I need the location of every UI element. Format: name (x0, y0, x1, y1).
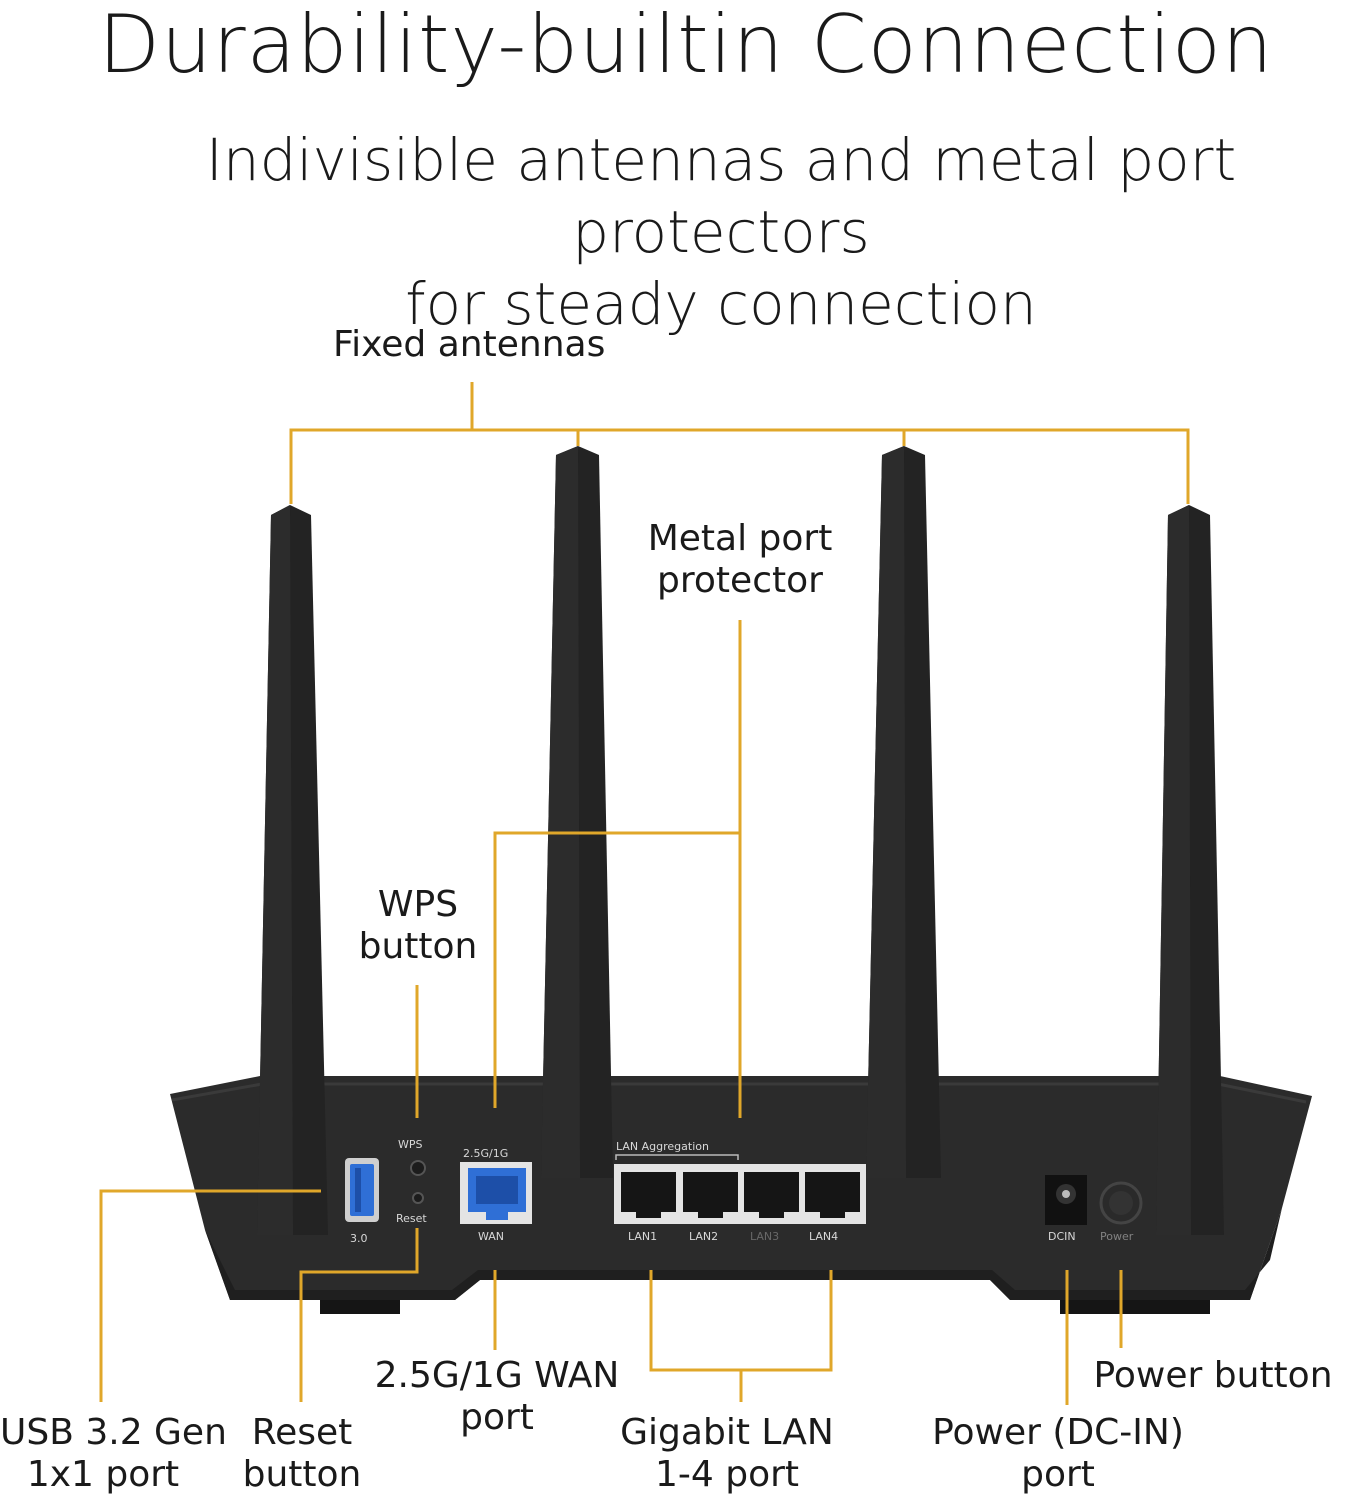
wps-panel-label: WPS (398, 1138, 423, 1151)
reset-panel-label: Reset (396, 1212, 427, 1225)
power-button-label: Power button (1093, 1355, 1333, 1396)
wan-speed-panel-label: 2.5G/1G (463, 1147, 508, 1160)
wps-label-line-2: button (358, 926, 478, 967)
lan-label-line-1: Gigabit LAN (620, 1412, 834, 1453)
reset-label-line-1: Reset (251, 1412, 353, 1453)
reset-button[interactable] (412, 1192, 424, 1204)
lan4-panel-label: LAN4 (809, 1230, 838, 1243)
dcin-panel-label: DCIN (1048, 1230, 1076, 1243)
power-button[interactable] (1099, 1181, 1143, 1225)
wan-port-label: 2.5G/1G WAN port (372, 1355, 622, 1439)
lan-aggregation-label: LAN Aggregation (616, 1140, 709, 1153)
usb-port[interactable] (345, 1158, 379, 1222)
metal-port-protector-line-2: protector (657, 560, 823, 601)
wan-label-line-2: port (460, 1397, 534, 1438)
wps-label-line-1: WPS (377, 884, 459, 925)
lan-port-2[interactable] (683, 1172, 738, 1218)
lan-port-label: Gigabit LAN 1-4 port (612, 1412, 842, 1496)
page-title: Durability-builtin Connection (98, 0, 1274, 91)
metal-port-protector-label: Metal port protector (640, 518, 840, 602)
lan-port-4[interactable] (805, 1172, 860, 1218)
wps-button-label: WPS button (348, 884, 488, 968)
usb-callout-line (99, 1189, 321, 1402)
usb-label-line-2: 1x1 port (26, 1454, 180, 1495)
power-panel-label: Power (1100, 1230, 1134, 1243)
wps-button[interactable] (410, 1160, 426, 1176)
wan-label-line-1: 2.5G/1G WAN (374, 1355, 620, 1396)
lan-callout-line (649, 1270, 833, 1372)
lan2-panel-label: LAN2 (689, 1230, 718, 1243)
wan-port[interactable] (460, 1162, 532, 1224)
wan-panel-label: WAN (478, 1230, 504, 1243)
reset-label-line-2: button (242, 1454, 362, 1495)
reset-callout-line (299, 1228, 419, 1402)
dcin-port-label: Power (DC-IN) port (922, 1412, 1194, 1496)
reset-button-label: Reset button (230, 1412, 374, 1496)
usb-label-line-1: USB 3.2 Gen (0, 1412, 227, 1453)
lan-label-line-2: 1-4 port (654, 1454, 800, 1495)
fixed-antennas-label: Fixed antennas (333, 324, 606, 365)
subtitle-line-2: for steady connection (405, 270, 1037, 338)
page-subtitle: Indivisible antennas and metal port prot… (70, 124, 1372, 340)
dcin-label-line-2: port (1021, 1454, 1095, 1495)
dcin-label-line-1: Power (DC-IN) (932, 1412, 1184, 1453)
usb-panel-label: 3.0 (350, 1232, 368, 1245)
lan1-panel-label: LAN1 (628, 1230, 657, 1243)
subtitle-line-1: Indivisible antennas and metal port prot… (205, 126, 1237, 266)
lan-port-1[interactable] (621, 1172, 676, 1218)
callout-lines (99, 382, 1190, 1405)
antennas (257, 446, 1224, 1235)
dcin-port[interactable] (1045, 1175, 1087, 1225)
metal-port-protector-line-1: Metal port (647, 518, 833, 559)
usb-port-label: USB 3.2 Gen 1x1 port (0, 1412, 227, 1496)
lan-port-3[interactable] (744, 1172, 799, 1218)
lan-port-block (614, 1164, 866, 1224)
lan3-panel-label: LAN3 (750, 1230, 779, 1243)
